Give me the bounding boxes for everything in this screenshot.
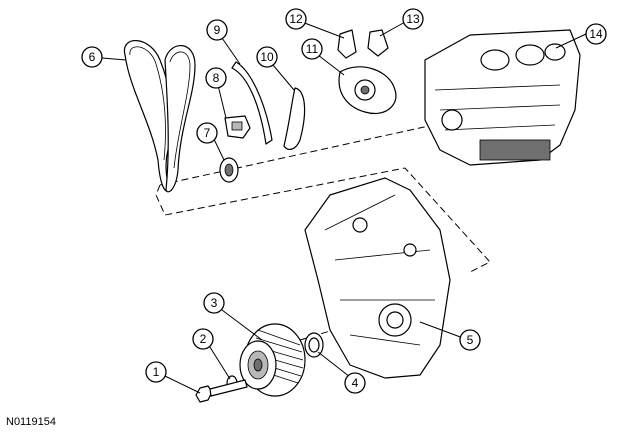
callout-7: 7	[196, 122, 218, 144]
callout-8-label: 8	[213, 71, 220, 85]
callout-1: 1	[145, 361, 167, 383]
callout-11-label: 11	[306, 42, 319, 56]
chain-guide	[231, 61, 273, 145]
callout-1-label: 1	[153, 365, 160, 379]
callout-9: 9	[206, 19, 228, 41]
crankshaft-sprocket	[219, 157, 239, 183]
engine-block	[424, 29, 581, 166]
crankshaft-front-seal	[304, 332, 324, 358]
timing-chain	[123, 40, 196, 193]
callout-12: 12	[285, 8, 307, 30]
callout-9-label: 9	[214, 23, 221, 37]
chain-tensioner	[224, 115, 251, 139]
callout-4: 4	[344, 372, 366, 394]
callout-5: 5	[459, 329, 481, 351]
callout-13-label: 13	[406, 12, 420, 26]
callout-11: 11	[301, 38, 323, 60]
crankshaft-pulley-bolt	[195, 379, 248, 403]
engine-front-cover	[304, 177, 451, 379]
callout-6-label: 6	[89, 50, 96, 64]
callout-3-label: 3	[211, 296, 218, 310]
callout-14: 14	[585, 23, 607, 45]
callout-13: 13	[402, 8, 424, 30]
callout-12-label: 12	[289, 12, 303, 26]
callout-7-label: 7	[204, 126, 211, 140]
alignment-lines	[155, 117, 491, 341]
callout-10-label: 10	[260, 50, 274, 64]
callout-6: 6	[81, 46, 103, 68]
leader-lines	[101, 21, 587, 394]
callout-8: 8	[205, 67, 227, 89]
callout-10: 10	[256, 46, 278, 68]
tensioner-arm	[283, 87, 306, 150]
callout-4-label: 4	[352, 376, 359, 390]
callout-2-label: 2	[200, 332, 207, 346]
water-pump	[338, 66, 397, 114]
crankshaft-pulley	[239, 323, 306, 397]
figure-id: N0119154	[6, 416, 56, 428]
callout-3: 3	[203, 292, 225, 314]
callout-14-label: 14	[589, 27, 603, 41]
camshaft-bracket-12	[337, 29, 357, 59]
callout-2: 2	[192, 328, 214, 350]
camshaft-bracket-13	[367, 29, 389, 57]
callout-5-label: 5	[467, 333, 474, 347]
